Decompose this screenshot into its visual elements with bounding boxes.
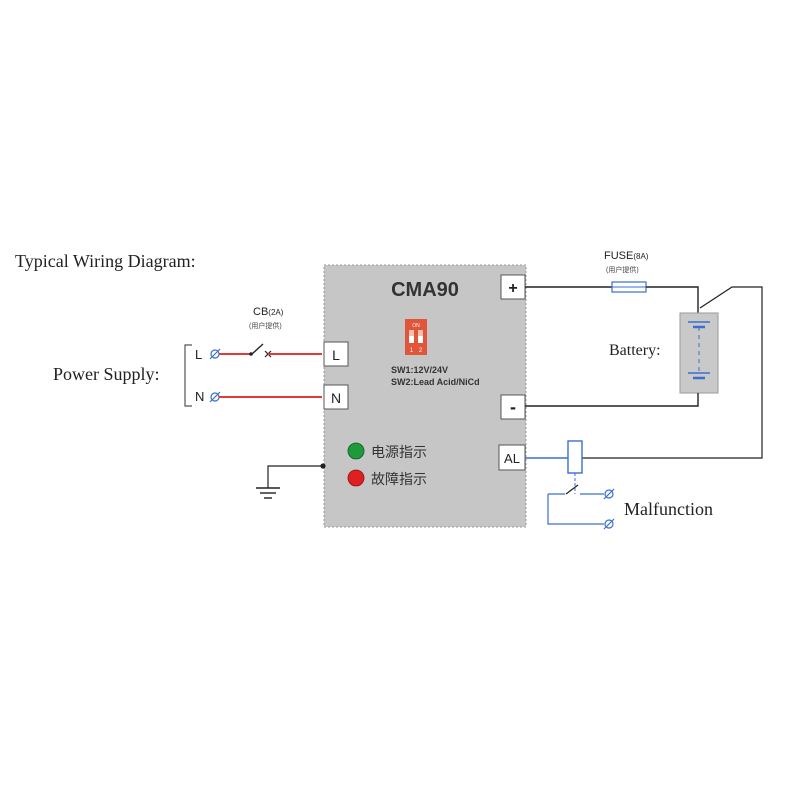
relay-coil xyxy=(567,440,583,474)
power-supply-label: Power Supply: xyxy=(53,364,160,384)
sw2-text: SW2:Lead Acid/NiCd xyxy=(391,377,480,387)
battery-symbol xyxy=(679,312,719,394)
fuse-symbol xyxy=(611,281,647,293)
ground-icon xyxy=(256,487,280,499)
fuse-note: (用户提供) xyxy=(606,265,639,274)
terminal-l: L xyxy=(323,341,349,367)
dip-switch: ON 1 2 xyxy=(405,319,427,355)
battery-label: Battery: xyxy=(609,342,661,359)
malfunction-return-wire xyxy=(547,494,604,525)
module-panel xyxy=(323,264,527,528)
malfunction-switch-blade xyxy=(565,484,579,495)
svg-text:-: - xyxy=(510,397,516,417)
sw1-text: SW1:12V/24V xyxy=(391,365,448,375)
alarm-feed-wire xyxy=(582,286,763,459)
supply-terminal-l: L xyxy=(195,347,202,362)
breaker-contact-left xyxy=(249,352,253,356)
power-indicator-led xyxy=(347,442,365,460)
supply-terminal-l-symbol xyxy=(209,348,221,360)
fault-indicator-led xyxy=(347,469,365,487)
terminal-al: AL xyxy=(498,444,526,471)
svg-text:AL: AL xyxy=(504,451,520,466)
diagram-title: Typical Wiring Diagram: xyxy=(15,251,196,271)
supply-terminal-n: N xyxy=(195,389,204,404)
malfunction-terminal-bottom xyxy=(603,518,615,530)
power-supply-bracket xyxy=(184,344,192,407)
breaker-note: (用户提供) xyxy=(249,321,282,330)
malfunction-label: Malfunction xyxy=(624,499,713,519)
malfunction-terminal-top xyxy=(603,488,615,500)
fuse-label: FUSE(8A) xyxy=(604,250,649,262)
negative-wire xyxy=(525,393,699,407)
module-name: CMA90 xyxy=(391,279,459,301)
supply-terminal-n-symbol xyxy=(209,391,221,403)
terminal-n: N xyxy=(323,384,349,410)
svg-text:L: L xyxy=(332,347,340,363)
svg-text:ON: ON xyxy=(412,323,420,329)
terminal-plus: + xyxy=(500,274,526,300)
svg-text:1: 1 xyxy=(410,348,414,354)
svg-text:+: + xyxy=(508,280,517,297)
breaker-label: CB(2A) xyxy=(253,306,284,318)
power-indicator-label: 电源指示 xyxy=(371,444,427,460)
terminal-minus: - xyxy=(500,394,526,420)
breaker-blade xyxy=(251,343,264,355)
fault-indicator-label: 故障指示 xyxy=(371,471,427,487)
svg-text:N: N xyxy=(331,390,341,406)
fuse-to-battery-wire xyxy=(646,286,699,314)
ground-wire xyxy=(267,465,323,488)
svg-text:2: 2 xyxy=(419,348,423,354)
